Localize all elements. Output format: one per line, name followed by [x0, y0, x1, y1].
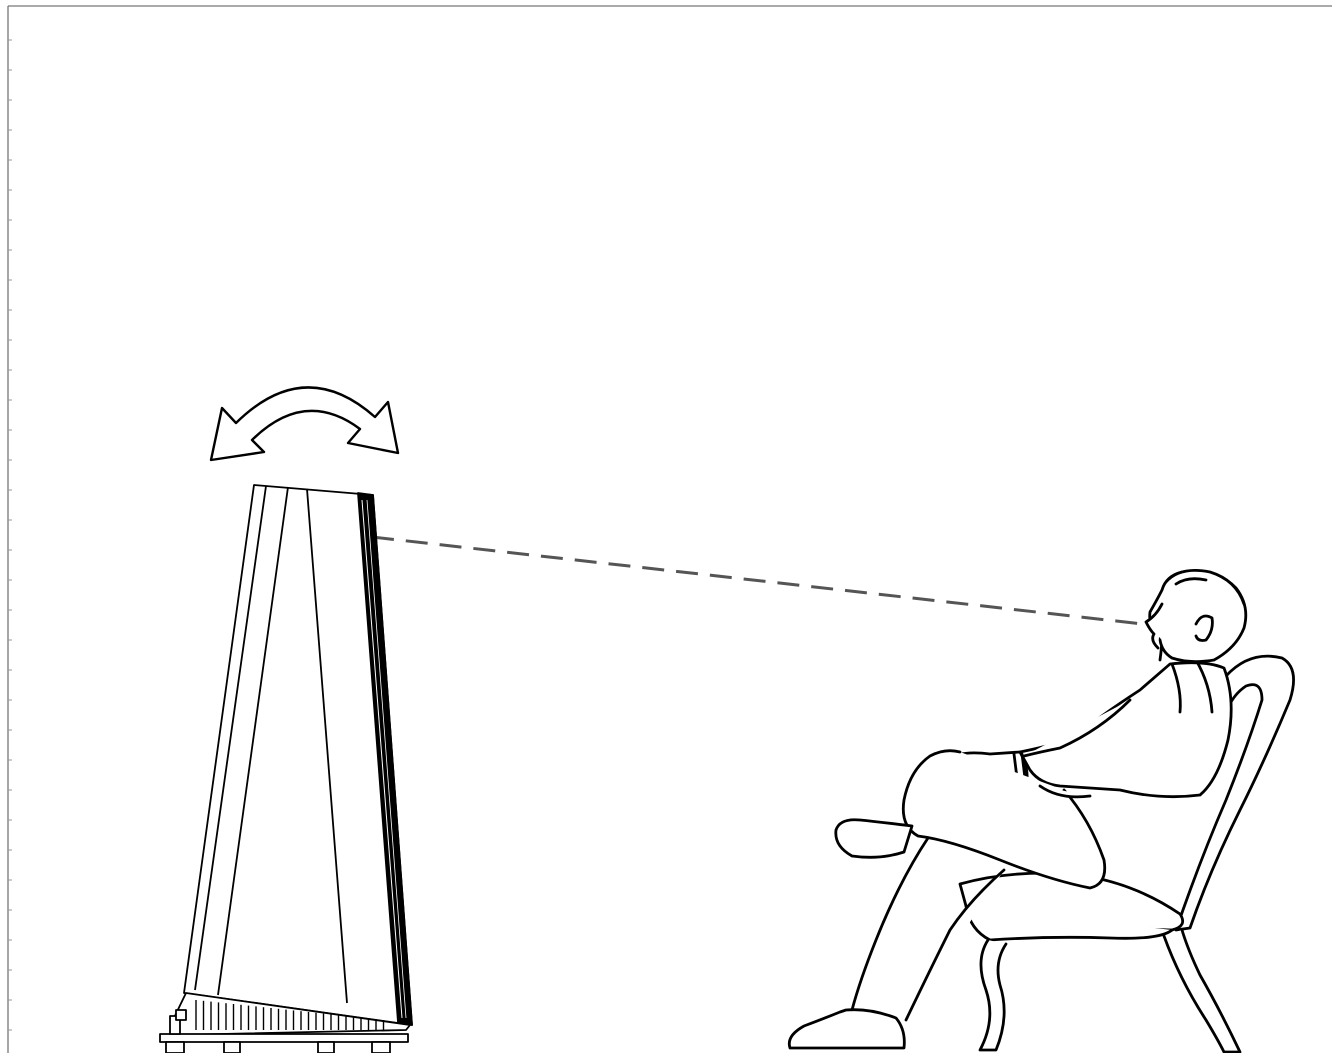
left-ruler-ticks — [8, 39, 12, 1031]
armchair-icon — [958, 654, 1295, 1053]
page-frame — [7, 5, 1332, 1053]
seated-listener-icon — [787, 568, 1248, 1050]
speaker-vent-slots — [195, 1000, 385, 1030]
speaker-icon — [159, 484, 413, 1053]
double-curved-arrow-icon — [209, 386, 400, 462]
listening-axis-line — [371, 535, 1179, 630]
